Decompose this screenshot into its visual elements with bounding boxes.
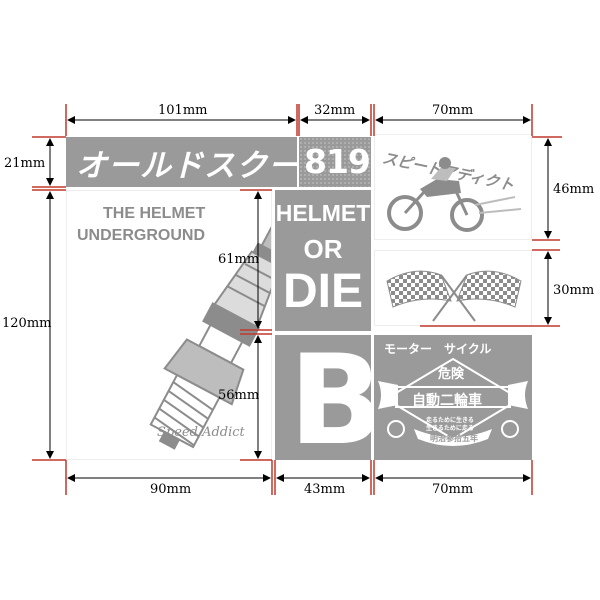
hod-line3: DIE bbox=[282, 265, 363, 318]
speed-addict-signature: Speed Addict bbox=[157, 425, 245, 440]
motor-cycle-header: モーター サイクル bbox=[384, 342, 492, 356]
helmet-or-die-sticker: HELMET OR DIE bbox=[275, 190, 371, 331]
helmet-title-line2: UNDERGROUND bbox=[77, 227, 205, 244]
dim-left-small: 21mm bbox=[4, 156, 46, 171]
old-school-text: オールドスクール bbox=[76, 148, 297, 184]
dim-right-46: 46mm bbox=[553, 182, 595, 197]
letter-b-sticker: B bbox=[275, 335, 371, 460]
speed-addict-jp-sticker: スピードアディクト bbox=[374, 134, 532, 240]
old-school-banner: オールドスクール bbox=[66, 137, 297, 187]
dim-inner-61: 61mm bbox=[218, 252, 260, 267]
dot-pattern bbox=[299, 137, 371, 187]
dim-top-left: 101mm bbox=[158, 103, 208, 118]
hod-line1: HELMET bbox=[275, 200, 371, 226]
dim-top-right: 70mm bbox=[432, 103, 474, 118]
dim-inner-56: 56mm bbox=[218, 388, 260, 403]
helmet-title-line1: THE HELMET bbox=[103, 205, 206, 222]
dim-bottom-mid: 43mm bbox=[304, 482, 346, 497]
dim-right-30: 30mm bbox=[553, 283, 595, 298]
number-819: 819 bbox=[304, 142, 371, 181]
danger-text: 危険 bbox=[438, 367, 465, 382]
hod-line2: OR bbox=[303, 234, 343, 264]
dim-bottom-right: 70mm bbox=[432, 482, 474, 497]
dim-top-mid: 32mm bbox=[314, 103, 356, 118]
motor-cycle-title: 自動二輪車 bbox=[412, 393, 482, 409]
motorcycle-icon bbox=[387, 157, 522, 232]
motor-cycle-era: 明治参拾五年 bbox=[430, 434, 478, 443]
motor-cycle-small2: 生きるために走る bbox=[426, 425, 474, 432]
letter-b: B bbox=[289, 335, 371, 460]
motor-cycle-emblem bbox=[378, 357, 528, 446]
badge-819: 819 bbox=[299, 137, 371, 187]
spark-plug-icon bbox=[149, 221, 271, 450]
dim-bottom-left: 90mm bbox=[150, 482, 192, 497]
checkered-flags-icon bbox=[386, 270, 522, 322]
checkered-flags-sticker bbox=[374, 250, 532, 326]
dim-left-big: 120mm bbox=[2, 316, 52, 331]
motor-cycle-sticker: モーター サイクル 危険 自動二輪車 走るために生きる 生きるために走る 明治参… bbox=[374, 335, 532, 460]
motor-cycle-small1: 走るために生きる bbox=[426, 417, 474, 424]
helmet-underground-sticker: THE HELMET UNDERGROUND Speed Addict bbox=[66, 190, 272, 460]
